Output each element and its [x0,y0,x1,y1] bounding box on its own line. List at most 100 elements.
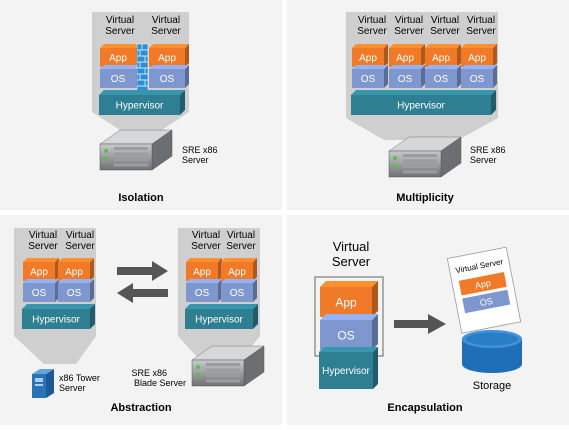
isolation-panel: Virtual Server Virtual Server App OS App… [92,12,218,204]
encapsulation-vm-app-block-front [320,287,372,317]
multiplicity-vm-2-app-block-top [389,44,425,48]
abstraction-right-vm-2-os-label: OS [230,288,245,299]
encapsulation-vm-os-block-front [320,320,372,350]
abstraction-right-hypervisor: Hypervisor [185,304,258,329]
multiplicity-vm-4-os-label: OS [470,74,485,85]
encapsulation-hypervisor-slab-front [319,352,373,389]
abstraction-right-vm-1-app-block-top [186,258,222,262]
isolation-vm-2-os-label: OS [160,74,175,85]
abstraction-left-vs2-line1: Virtual [66,230,94,241]
encapsulation-hypervisor-slab-side [373,347,378,389]
isolation-vm-1: App OS [100,44,140,88]
isolation-server-label-1: SRE x86 [182,145,218,155]
abstraction-right-vm-2-os-block-side [253,279,257,302]
arrow-right-icon [117,261,168,281]
abstraction-right-vm-1-app-block-front [186,262,218,281]
isolation-hypervisor-slab-front [99,95,180,115]
isolation-server-icon-slot [114,147,148,150]
abstraction-left-vm-1-app-label: App [30,267,48,278]
multiplicity-vm-1-app-block-side [384,44,388,67]
encapsulation-vm-app-label: App [335,295,357,309]
abstraction-left-vm-2-os-block-top [58,279,94,283]
multiplicity-vm-2-os-block-front [389,69,421,88]
abstraction-left-vm-1: App OS [23,258,59,302]
multiplicity-vm-2-app-block-front [389,48,421,67]
encapsulation-vm: App OS [320,281,378,350]
multiplicity-vm-1-os-block-top [352,65,388,69]
abstraction-left-vm-1-os-block-front [23,283,55,302]
storage-label: Storage [473,380,512,392]
multiplicity-vs2-label-line2: Server [394,26,424,37]
multiplicity-hypervisor-label: Hypervisor [397,101,445,112]
multiplicity-vm-3-os-label: OS [434,74,449,85]
multiplicity-vs4-label-line1: Virtual [467,15,495,26]
multiplicity-vm-2: App OS [389,44,425,88]
multiplicity-vm-2-os-block-side [421,65,425,88]
multiplicity-vm-4-os-block-side [493,65,497,88]
abstraction-tower-label-2: Server [59,383,86,393]
multiplicity-server-label-2: Server [470,155,497,165]
abstraction-right-vm-1-os-block-front [186,283,218,302]
encapsulation-vm-os-block-top [320,314,378,320]
blade-server-icon [191,345,265,387]
abstraction-left-vm-2-app-block-front [58,262,90,281]
arrow-to-storage-icon [394,314,446,334]
multiplicity-vm-1-app-label: App [359,53,377,64]
abstraction-left-vs1-line1: Virtual [29,230,57,241]
multiplicity-vm-4-app-block-side [493,44,497,67]
isolation-vm-2-app-label: App [158,53,176,64]
isolation-server-label-2: Server [182,155,209,165]
abstraction-left-hypervisor-slab-front [22,309,90,329]
abstraction-right-hypervisor-slab-front [185,309,253,329]
encapsulation-hypervisor: Hypervisor [319,347,378,389]
multiplicity-hypervisor-slab-side [491,90,496,115]
abstraction-left-vm-2-os-label: OS [67,288,82,299]
multiplicity-vm-4-app-label: App [468,53,486,64]
multiplicity-server-icon-slot [403,165,437,168]
isolation-hypervisor-slab-top [99,90,185,95]
abstraction-blade-label-1: SRE x86 [131,368,167,378]
abstraction-left-vm-2-os-block-side [90,279,94,302]
encapsulation-vs-line2: Server [332,254,371,269]
abstraction-title: Abstraction [110,402,171,414]
isolation-hypervisor-label: Hypervisor [116,101,164,112]
isolation-server-icon-led [104,157,108,161]
isolation-vm-2-app-block-front [149,48,185,67]
encapsulation-hypervisor-label: Hypervisor [322,366,370,377]
multiplicity-vm-3-app-block-top [425,44,461,48]
abstraction-right-vm-2-os-block-top [221,279,257,283]
encapsulation-vm-os-label: OS [337,328,354,342]
abstraction-right-vm-2: App OS [221,258,257,302]
blade-server-icon-led [196,365,200,369]
multiplicity-vs1-label-line1: Virtual [358,15,386,26]
multiplicity-panel: Virtual Server Virtual Server Virtual Se… [346,12,506,204]
multiplicity-vm-1-app-block-front [352,48,384,67]
vm-file-document-icon: Virtual Server App OS [446,246,522,334]
abstraction-right-vm-1-app-label: App [193,267,211,278]
multiplicity-vm-3-app-block-side [457,44,461,67]
isolation-server-icon-slot [114,152,148,156]
blade-server-icon-slot [206,379,240,383]
encapsulation-hypervisor-slab-top [319,347,378,352]
multiplicity-vs2-label-line1: Virtual [395,15,423,26]
abstraction-right-vm-1: App OS [186,258,222,302]
multiplicity-vs3-label-line1: Virtual [431,15,459,26]
abstraction-left-vs2-line2: Server [65,241,95,252]
abstraction-right-vm-2-app-label: App [228,267,246,278]
abstraction-left-vm-2-app-block-top [58,258,94,262]
multiplicity-server-icon-led [393,164,397,168]
abstraction-right-hypervisor-slab-side [253,304,258,329]
tower-server-icon [32,369,54,398]
multiplicity-vm-2-os-label: OS [398,74,413,85]
isolation-vm-1-app-block-front [100,48,136,67]
multiplicity-vm-2-os-block-top [389,65,425,69]
isolation-server-icon-slot [114,163,148,167]
isolation-vm-2-app-block-side [185,44,189,67]
isolation-vm-1-os-block-front [100,69,136,88]
multiplicity-server-icon-slot [403,159,437,163]
abstraction-left-vm-2-app-label: App [65,267,83,278]
multiplicity-vm-4-os-block-front [461,69,493,88]
multiplicity-vm-1-os-block-front [352,69,384,88]
multiplicity-title: Multiplicity [396,192,454,204]
